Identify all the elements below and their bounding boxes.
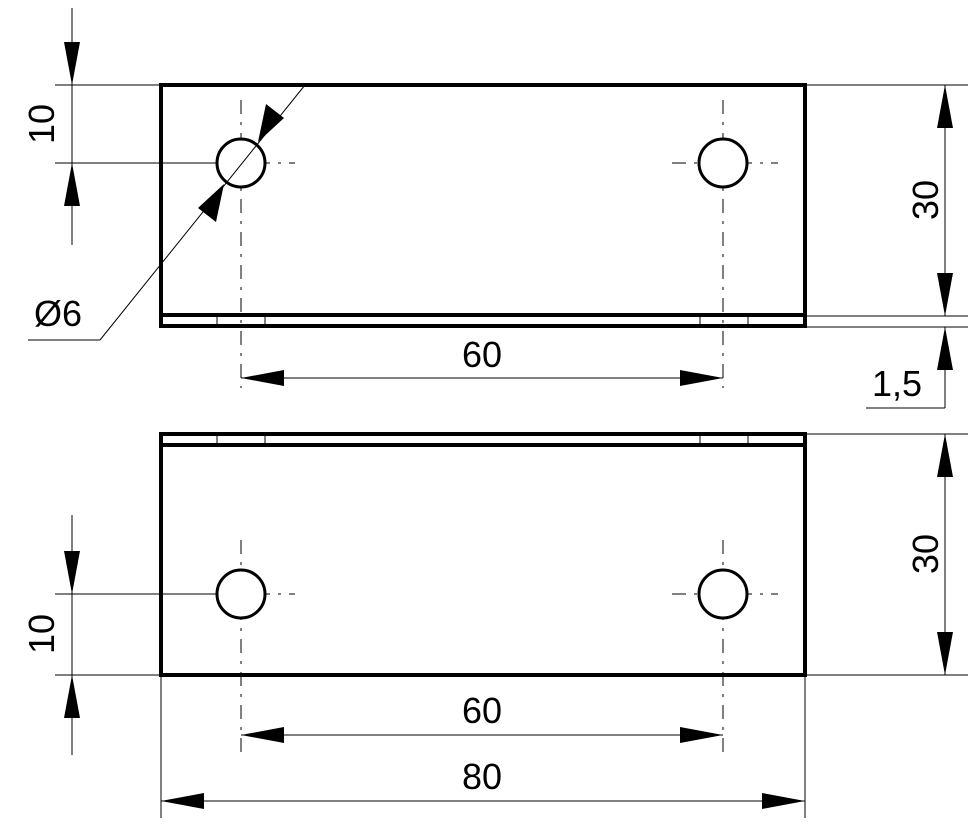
bottom-right-hole: [697, 568, 749, 620]
arrow-top-offset-down: [64, 42, 80, 85]
arrow-bottom-height-down: [937, 632, 953, 675]
arrow-top-spacing-left: [241, 370, 284, 386]
dim-text-top-spacing: 60: [462, 334, 502, 375]
dim-text-top-offset: 10: [21, 104, 62, 144]
dim-text-diameter: Ø6: [34, 293, 82, 334]
arrow-bottom-offset-up: [64, 675, 80, 718]
dim-text-top-height: 30: [905, 180, 946, 220]
arrow-top-offset-up: [64, 163, 80, 206]
arrow-bottom-spacing-left: [241, 727, 284, 743]
arrow-thickness: [937, 327, 953, 370]
arrow-bottom-offset-down: [64, 551, 80, 594]
bottom-view: 10 30 60 80: [21, 432, 968, 818]
arrow-total-width-right: [762, 793, 805, 809]
dim-text-bottom-height: 30: [905, 534, 946, 574]
dim-text-bottom-spacing: 60: [462, 690, 502, 731]
arrow-diameter-outer: [258, 104, 284, 142]
bottom-plate-outline: [159, 432, 807, 677]
bottom-left-hole: [215, 568, 267, 620]
top-right-hole: [697, 137, 749, 189]
arrow-total-width-left: [161, 793, 204, 809]
dim-text-thickness: 1,5: [872, 363, 922, 404]
top-view: 10 Ø6 60 30 1,5: [21, 8, 968, 409]
dim-text-bottom-offset: 10: [21, 614, 62, 654]
top-plate-outline: [159, 83, 807, 328]
arrow-bottom-spacing-right: [680, 727, 723, 743]
top-left-hole: [215, 137, 267, 189]
arrow-diameter-inner: [198, 184, 224, 222]
dim-text-total-width: 80: [462, 756, 502, 797]
arrow-bottom-height-up: [937, 434, 953, 477]
arrow-top-height-down: [937, 273, 953, 316]
arrow-top-spacing-right: [680, 370, 723, 386]
arrow-top-height-up: [937, 85, 953, 128]
